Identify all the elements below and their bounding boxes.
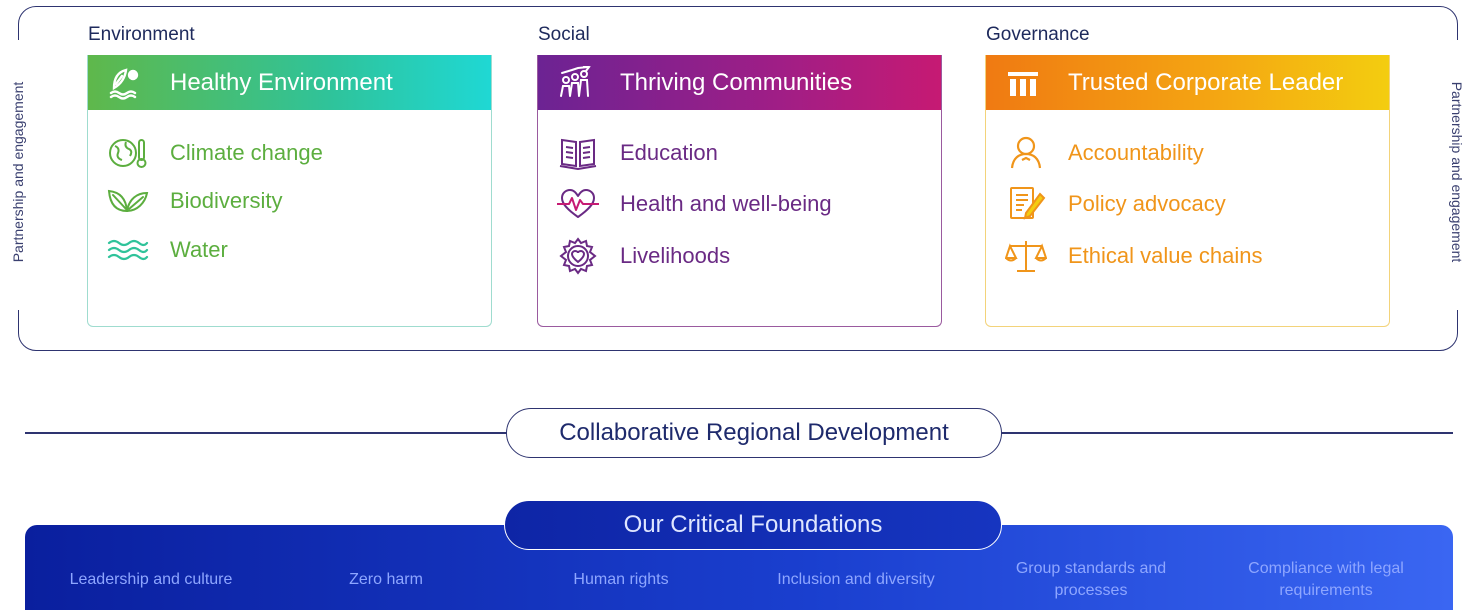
card-header-environment: Healthy Environment — [88, 55, 491, 110]
heart-gear-icon — [556, 237, 600, 275]
list-item-label: Biodiversity — [170, 188, 283, 213]
heartbeat-icon — [556, 186, 600, 222]
list-item: Ethical value chains — [1004, 238, 1262, 274]
card-healthy-environment: Healthy Environment Climate change Biodi… — [87, 55, 492, 327]
list-item-label: Climate change — [170, 140, 323, 165]
list-item-label: Health and well-being — [620, 191, 832, 216]
card-thriving-communities: Thriving Communities Education Health an… — [537, 55, 942, 327]
leaf-wave-icon — [108, 66, 142, 100]
document-pen-icon — [1004, 186, 1048, 222]
water-waves-icon — [106, 232, 150, 268]
list-item-label: Education — [620, 140, 718, 165]
connector-line-left — [25, 432, 507, 434]
card-header-governance: Trusted Corporate Leader — [986, 55, 1389, 110]
pillars-icon — [1006, 66, 1040, 100]
list-item: Livelihoods — [556, 237, 731, 275]
foundation-item: Zero harm — [349, 571, 423, 588]
foundation-item: Leadership and culture — [69, 571, 233, 588]
foundation-item: Inclusion and diversity — [777, 571, 935, 588]
list-item: Education — [556, 135, 718, 171]
list-item-label: Policy advocacy — [1068, 191, 1226, 216]
heading-social: Social — [538, 24, 590, 45]
list-item: Policy advocacy — [1004, 186, 1226, 222]
list-item: Climate change — [106, 135, 323, 171]
list-item-label: Accountability — [1068, 140, 1204, 165]
leaves-icon — [106, 183, 150, 219]
center-label: Collaborative Regional Development — [559, 419, 949, 446]
card-trusted-corporate-leader: Trusted Corporate Leader Accountability … — [985, 55, 1390, 327]
list-item: Accountability — [1004, 135, 1204, 171]
connector-line-right — [1001, 432, 1453, 434]
list-item: Health and well-being — [556, 186, 832, 222]
person-icon — [1004, 135, 1048, 171]
foundation-item: Compliance with legal requirements — [1248, 560, 1404, 599]
side-label-right: Partnership and engagement — [1449, 81, 1465, 263]
book-icon — [556, 135, 600, 171]
community-growth-icon — [558, 65, 592, 100]
list-item-label: Livelihoods — [620, 243, 731, 268]
side-label-left: Partnership and engagement — [10, 81, 26, 263]
foundations-title-pill: Our Critical Foundations — [504, 500, 1002, 550]
list-item-label: Water — [170, 237, 228, 262]
scales-icon — [1004, 238, 1048, 274]
card-header-social: Thriving Communities — [538, 55, 941, 110]
foundations-title: Our Critical Foundations — [623, 511, 883, 538]
frame-gap-right — [1448, 40, 1468, 310]
heading-governance: Governance — [986, 24, 1090, 45]
list-item: Biodiversity — [106, 183, 282, 219]
card-title-environment: Healthy Environment — [170, 68, 393, 96]
frame-gap-left — [10, 40, 30, 310]
list-item-label: Ethical value chains — [1068, 243, 1263, 268]
card-title-governance: Trusted Corporate Leader — [1068, 68, 1344, 96]
card-title-social: Thriving Communities — [620, 68, 853, 96]
globe-thermometer-icon — [106, 135, 150, 171]
foundation-item: Human rights — [573, 571, 669, 588]
list-item: Water — [106, 232, 228, 268]
heading-environment: Environment — [88, 24, 195, 45]
foundation-item: Group standards and processes — [1015, 560, 1167, 599]
collaborative-regional-development-pill: Collaborative Regional Development — [506, 408, 1002, 458]
